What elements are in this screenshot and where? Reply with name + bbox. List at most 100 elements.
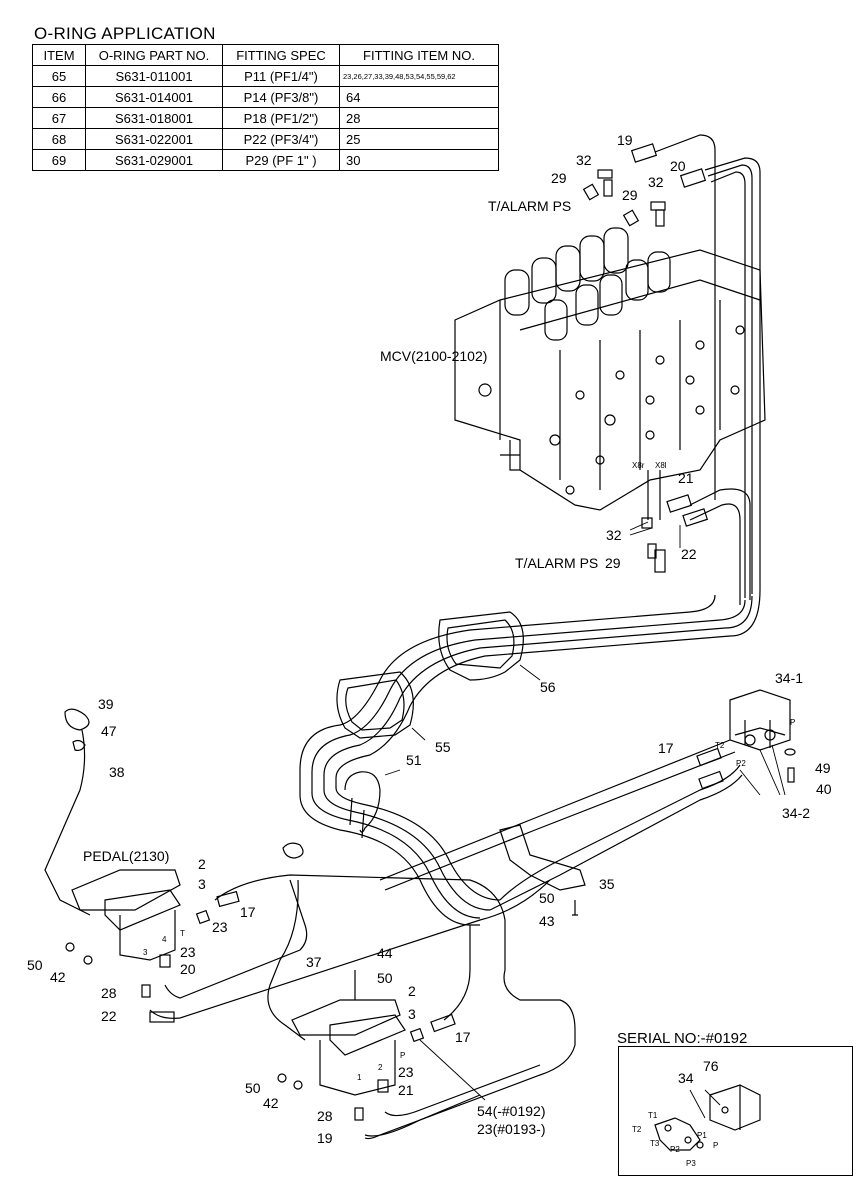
callout-29: 29 [551,170,567,186]
port-label: T2 [715,741,725,750]
port-label: T3 [650,1139,660,1148]
callout-3: 3 [198,876,206,892]
callout-49: 49 [815,760,831,776]
clamp-55 [336,671,414,739]
callout-28: 28 [101,985,117,1001]
port-label: P3 [686,1159,696,1168]
port-label: T2 [632,1125,642,1134]
callout-21: 21 [678,470,694,486]
callout-17: 17 [455,1029,471,1045]
callout-20: 20 [180,961,196,977]
table-title: O-RING APPLICATION [34,24,216,43]
cell-spec: P29 (PF 1" ) [222,149,340,171]
table-header-row: ITEM O-RING PART NO. FITTING SPEC FITTIN… [32,44,499,66]
cell-item: 66 [32,86,86,108]
callout-29: 29 [622,187,638,203]
callout-54: 54(-#0192) [477,1103,546,1119]
mcv-bottom-hoses [641,470,751,605]
header-fitting-spec: FITTING SPEC [222,44,340,66]
callout-23: 23 [212,919,228,935]
callout-23-serial: 23(#0193-) [477,1121,546,1137]
label-pedal: PEDAL(2130) [83,848,170,864]
label-serial: SERIAL NO:-#0192 [617,1030,748,1047]
callout-42: 42 [263,1095,279,1111]
callout-35: 35 [599,876,615,892]
cell-part: S631-011001 [85,65,223,87]
callout-29: 29 [605,555,621,571]
header-part-no: O-RING PART NO. [85,44,223,66]
callout-3: 3 [408,1006,416,1022]
mcv-valve-block [454,227,766,511]
callout-17: 17 [658,740,674,756]
left-pedal [44,708,211,998]
callout-2: 2 [408,983,416,999]
callout-47: 47 [101,723,117,739]
oring-application-table: ITEM O-RING PART NO. FITTING SPEC FITTIN… [32,44,499,171]
left-pedal-hoses [149,874,576,1140]
callout-44: 44 [377,945,393,961]
port-label: P1 [697,1131,707,1140]
cell-item: 67 [32,107,86,129]
callout-34-1: 34-1 [775,670,804,686]
serial-inset-box [618,1046,853,1176]
callout-32: 32 [606,527,622,543]
callout-51: 51 [406,752,422,768]
callout-21: 21 [398,1082,414,1098]
callout-23: 23 [180,944,196,960]
callout-2: 2 [198,856,206,872]
callout-34: 34 [678,1070,694,1086]
callout-56: 56 [540,679,556,695]
callout-50: 50 [377,970,393,986]
callout-17: 17 [240,904,256,920]
port-label: P [790,718,796,727]
cell-fitting: 30 [339,149,499,171]
callout-22: 22 [101,1008,117,1024]
top-fittings [582,169,666,227]
label-talarm-top: T/ALARM PS [488,198,572,214]
table-row: 66 S631-014001 P14 (PF3/8") 64 [32,86,499,108]
port-label: 4 [162,935,167,944]
callout-23: 23 [398,1064,414,1080]
table-row: 67 S631-018001 P18 (PF1/2") 28 [32,107,499,129]
clamp-56 [438,611,524,681]
hose-17-right [379,739,736,891]
callout-38: 38 [109,764,125,780]
port-label: 1 [357,1073,362,1082]
port-label: 2 [378,1063,383,1072]
callout-34-2: 34-2 [782,805,811,821]
port-label: T [180,929,185,938]
callout-43: 43 [539,913,555,929]
cell-part: S631-029001 [85,149,223,171]
table-row: 69 S631-029001 P29 (PF 1" ) 30 [32,149,499,171]
callout-37: 37 [306,954,322,970]
port-label: T1 [648,1111,658,1120]
callout-28: 28 [317,1108,333,1124]
callout-39: 39 [98,696,114,712]
label-mcv: MCV(2100-2102) [380,348,488,364]
cell-item: 69 [32,149,86,171]
label-talarm-bottom: T/ALARM PS [515,555,599,571]
callout-32: 32 [576,152,592,168]
serial-inset-drawing [654,1084,761,1151]
callout-50: 50 [27,957,43,973]
table-row: 68 S631-022001 P22 (PF3/4") 25 [32,128,499,150]
cell-part: S631-022001 [85,128,223,150]
callout-55: 55 [435,739,451,755]
callout-50: 50 [539,890,555,906]
callout-19: 19 [317,1130,333,1146]
port-label: X8l [655,461,667,470]
cell-item: 68 [32,128,86,150]
manifold-34 [729,689,796,783]
callout-20: 20 [670,158,686,174]
cell-spec: P18 (PF1/2") [222,107,340,129]
port-label: X8r [632,461,645,470]
cell-spec: P22 (PF3/4") [222,128,340,150]
port-label: P [713,1141,719,1150]
callout-22: 22 [681,546,697,562]
port-label: P2 [670,1145,680,1154]
callout-50: 50 [245,1080,261,1096]
cell-part: S631-014001 [85,86,223,108]
port-label: P2 [736,759,746,768]
callout-19: 19 [617,132,633,148]
